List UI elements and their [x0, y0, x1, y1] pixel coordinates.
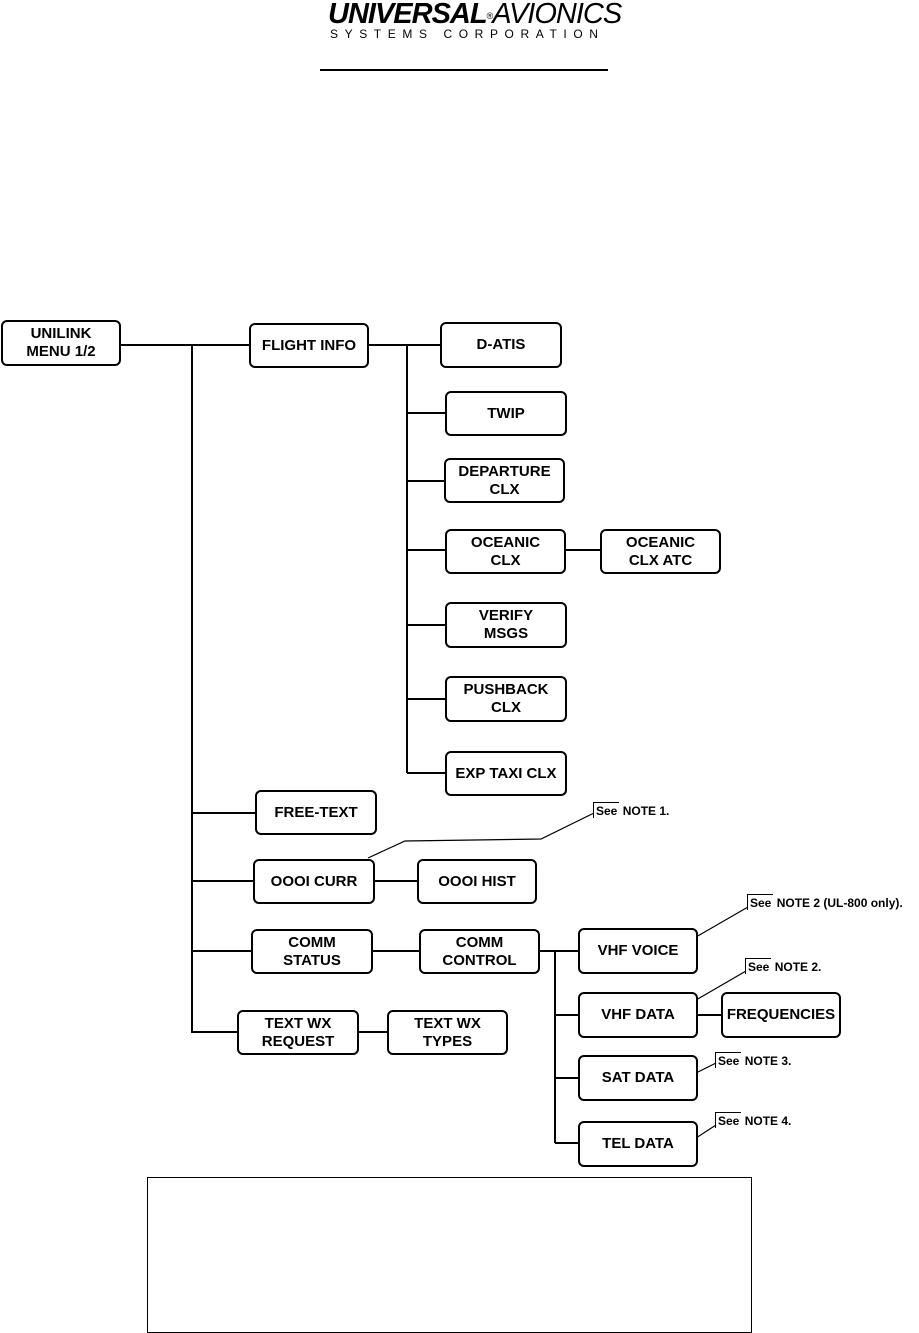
node-comm-control: COMM CONTROL	[419, 929, 540, 974]
node-text-wx-types: TEXT WX TYPES	[387, 1010, 508, 1055]
leader-note-4	[695, 1124, 717, 1139]
node-text-wx-request: TEXT WX REQUEST	[237, 1010, 359, 1055]
node-twip: TWIP	[445, 391, 567, 436]
logo-subtitle: SYSTEMS CORPORATION	[330, 27, 605, 41]
note-label: NOTE 2 (UL-800 only).	[776, 896, 903, 910]
note-label: NOTE 4.	[744, 1114, 792, 1128]
leader-note-3	[695, 1062, 717, 1074]
note-see-label: See	[715, 1112, 742, 1128]
note-ref-2: See NOTE 2.	[745, 958, 821, 974]
node-vhf-data: VHF DATA	[578, 992, 698, 1038]
node-oooi-curr: OOOI CURR	[253, 859, 375, 904]
node-d-atis: D-ATIS	[440, 322, 562, 368]
note-see-label: See	[747, 894, 774, 910]
logo-wordmark: UNIVERSAL®AVIONICS	[328, 0, 622, 30]
node-departure-clx: DEPARTURE CLX	[444, 458, 565, 503]
node-oceanic-clx-atc: OCEANIC CLX ATC	[600, 529, 721, 574]
note-ref-2-ul800: See NOTE 2 (UL-800 only).	[747, 894, 903, 910]
logo-word-universal: UNIVERSAL	[328, 0, 488, 30]
note-see-label: See	[745, 958, 772, 974]
node-comm-status: COMM STATUS	[251, 929, 373, 974]
note-ref-3: See NOTE 3.	[715, 1052, 791, 1068]
node-oooi-hist: OOOI HIST	[417, 859, 537, 904]
node-verify-msgs: VERIFY MSGS	[445, 602, 567, 648]
node-tel-data: TEL DATA	[578, 1121, 698, 1167]
node-frequencies: FREQUENCIES	[721, 992, 841, 1038]
node-exp-taxi-clx: EXP TAXI CLX	[445, 751, 567, 796]
node-pushback-clx: PUSHBACK CLX	[445, 676, 567, 722]
node-sat-data: SAT DATA	[578, 1055, 698, 1101]
note-label: NOTE 3.	[744, 1054, 792, 1068]
note-ref-4: See NOTE 4.	[715, 1112, 791, 1128]
note-see-label: See	[593, 802, 620, 818]
note-see-label: See	[715, 1052, 742, 1068]
notes-box	[147, 1177, 752, 1333]
node-oceanic-clx: OCEANIC CLX	[445, 529, 566, 574]
node-unilink-menu: UNILINK MENU 1/2	[1, 320, 121, 366]
note-label: NOTE 2.	[774, 960, 822, 974]
header-rule	[320, 69, 608, 71]
leader-note-2-ul800	[695, 906, 749, 938]
logo-word-avionics: AVIONICS	[492, 0, 622, 30]
note-ref-1: See NOTE 1.	[593, 802, 669, 818]
universal-avionics-logo: UNIVERSAL®AVIONICS SYSTEMS CORPORATION	[318, 0, 622, 44]
note-label: NOTE 1.	[622, 804, 670, 818]
leader-note-2	[695, 970, 747, 1001]
node-free-text: FREE-TEXT	[255, 790, 377, 835]
node-flight-info: FLIGHT INFO	[249, 323, 369, 368]
leader-note-1	[367, 812, 595, 859]
node-vhf-voice: VHF VOICE	[578, 928, 698, 974]
logo-registered-mark: ®	[486, 11, 494, 21]
